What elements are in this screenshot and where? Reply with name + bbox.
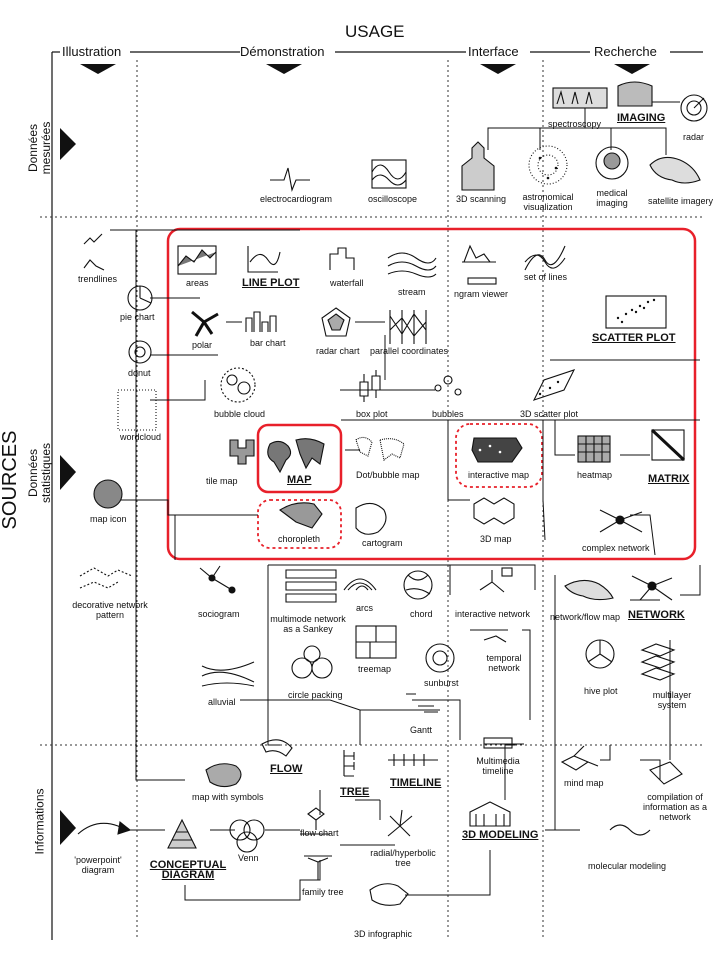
label-areas: areas (186, 278, 209, 288)
label-network: NETWORK (628, 609, 685, 621)
label-satellite: satellite imagery (648, 196, 714, 206)
label-alluvial: alluvial (208, 697, 236, 707)
label-3d-infographic: 3D infographic (354, 929, 413, 939)
label-arcs: arcs (356, 603, 374, 613)
label-choropleth: choropleth (278, 534, 321, 544)
label-dot-bubble-map: Dot/bubble map (356, 470, 420, 480)
label-family-tree: family tree (302, 887, 344, 897)
column-illustration: Illustration (62, 44, 122, 59)
label-map-with-symbols: map with symbols (192, 792, 264, 802)
label-heatmap: heatmap (577, 470, 613, 480)
label-chord: chord (410, 609, 433, 619)
label-astronomical: astronomical visualization (522, 192, 574, 212)
label-3d-scanning: 3D scanning (456, 194, 507, 204)
label-tree: TREE (340, 786, 370, 798)
label-multilayer: multilayer system (652, 690, 692, 710)
label-set-of-lines: set of lines (524, 272, 568, 282)
label-pie-chart: pie chart (120, 312, 155, 322)
label-sankey: multimode network as a Sankey (270, 614, 346, 634)
label-oscilloscope: oscilloscope (368, 194, 418, 204)
label-wordcloud: wordcloud (120, 432, 162, 442)
label-spectroscopy: spectroscopy (548, 119, 602, 129)
highlight-frames (166, 227, 697, 561)
label-3d-map: 3D map (480, 534, 512, 544)
label-imaging: IMAGING (617, 112, 666, 124)
label-molecular-modeling: molecular modeling (588, 861, 667, 871)
label-multimedia-timeline: Multimedia timeline (476, 756, 520, 776)
label-map-icon: map icon (90, 514, 127, 524)
column-recherche: Recherche (594, 44, 657, 59)
column-demonstration: Démonstration (240, 44, 325, 59)
label-timeline: TIMELINE (390, 777, 442, 789)
row-donnees-mesurees: Données mesurées (26, 121, 53, 175)
label-matrix: MATRIX (648, 473, 690, 485)
label-scatter-plot: SCATTER PLOT (592, 332, 676, 344)
label-sunburst: sunburst (424, 678, 459, 688)
label-parallel-coordinates: parallel coordinates (370, 346, 449, 356)
label-donut: donut (128, 368, 151, 378)
label-flow-chart: flow chart (300, 828, 339, 838)
label-tile-map: tile map (206, 476, 238, 486)
label-stream: stream (398, 287, 426, 297)
label-radar: radar (683, 132, 705, 142)
label-interactive-map: interactive map (468, 470, 530, 480)
label-line-plot: LINE PLOT (242, 277, 300, 289)
label-bar-chart: bar chart (250, 338, 286, 348)
label-decorative-network: decorative network pattern (72, 600, 148, 620)
label-polar: polar (192, 340, 213, 350)
label-flow: FLOW (270, 763, 303, 775)
label-complex-network: complex network (582, 543, 650, 553)
scatter-dots (478, 156, 656, 454)
label-medical-imaging: medical imaging (596, 188, 628, 208)
label-radial-tree: radial/hyperbolic tree (370, 848, 436, 868)
row-informations: Informations (32, 788, 47, 855)
sources-label: SOURCES (0, 430, 21, 530)
label-3d-modeling: 3D MODELING (462, 829, 539, 841)
label-bubble-cloud: bubble cloud (214, 409, 266, 419)
label-conceptual-diagram: CONCEPTUAL DIAGRAM (149, 859, 227, 881)
axis-lines (51, 51, 703, 940)
label-temporal-network: temporal network (486, 653, 522, 673)
label-map: MAP (287, 474, 312, 486)
label-sociogram: sociogram (198, 609, 240, 619)
label-trendlines: trendlines (78, 274, 118, 284)
column-arrows (80, 64, 650, 74)
label-powerpoint-diagram: 'powerpoint' diagram (74, 855, 122, 875)
label-circle-packing: circle packing (288, 690, 343, 700)
label-ngram: ngram viewer (454, 289, 509, 299)
label-hive-plot: hive plot (584, 686, 618, 696)
column-interface: Interface (468, 44, 519, 59)
icon-sketches (77, 81, 708, 906)
label-radar-chart: radar chart (316, 346, 360, 356)
label-mind-map: mind map (564, 778, 604, 788)
usage-title: USAGE (345, 22, 405, 41)
label-venn: Venn (238, 853, 259, 863)
label-compilation: compilation of information as a network (642, 792, 708, 822)
label-3d-scatter: 3D scatter plot (520, 409, 579, 419)
label-electrocardiogram: electrocardiogram (260, 194, 333, 204)
label-bubbles: bubbles (432, 409, 464, 419)
label-gantt: Gantt (410, 725, 433, 735)
row-arrows (60, 128, 76, 845)
label-box-plot: box plot (356, 409, 388, 419)
label-treemap: treemap (358, 664, 392, 674)
row-donnees-statistiques: Données statistiques (26, 442, 53, 504)
label-waterfall: waterfall (330, 278, 364, 288)
label-cartogram: cartogram (362, 538, 403, 548)
label-network-flow-map: network/flow map (550, 612, 621, 622)
label-interactive-network: interactive network (455, 609, 531, 619)
